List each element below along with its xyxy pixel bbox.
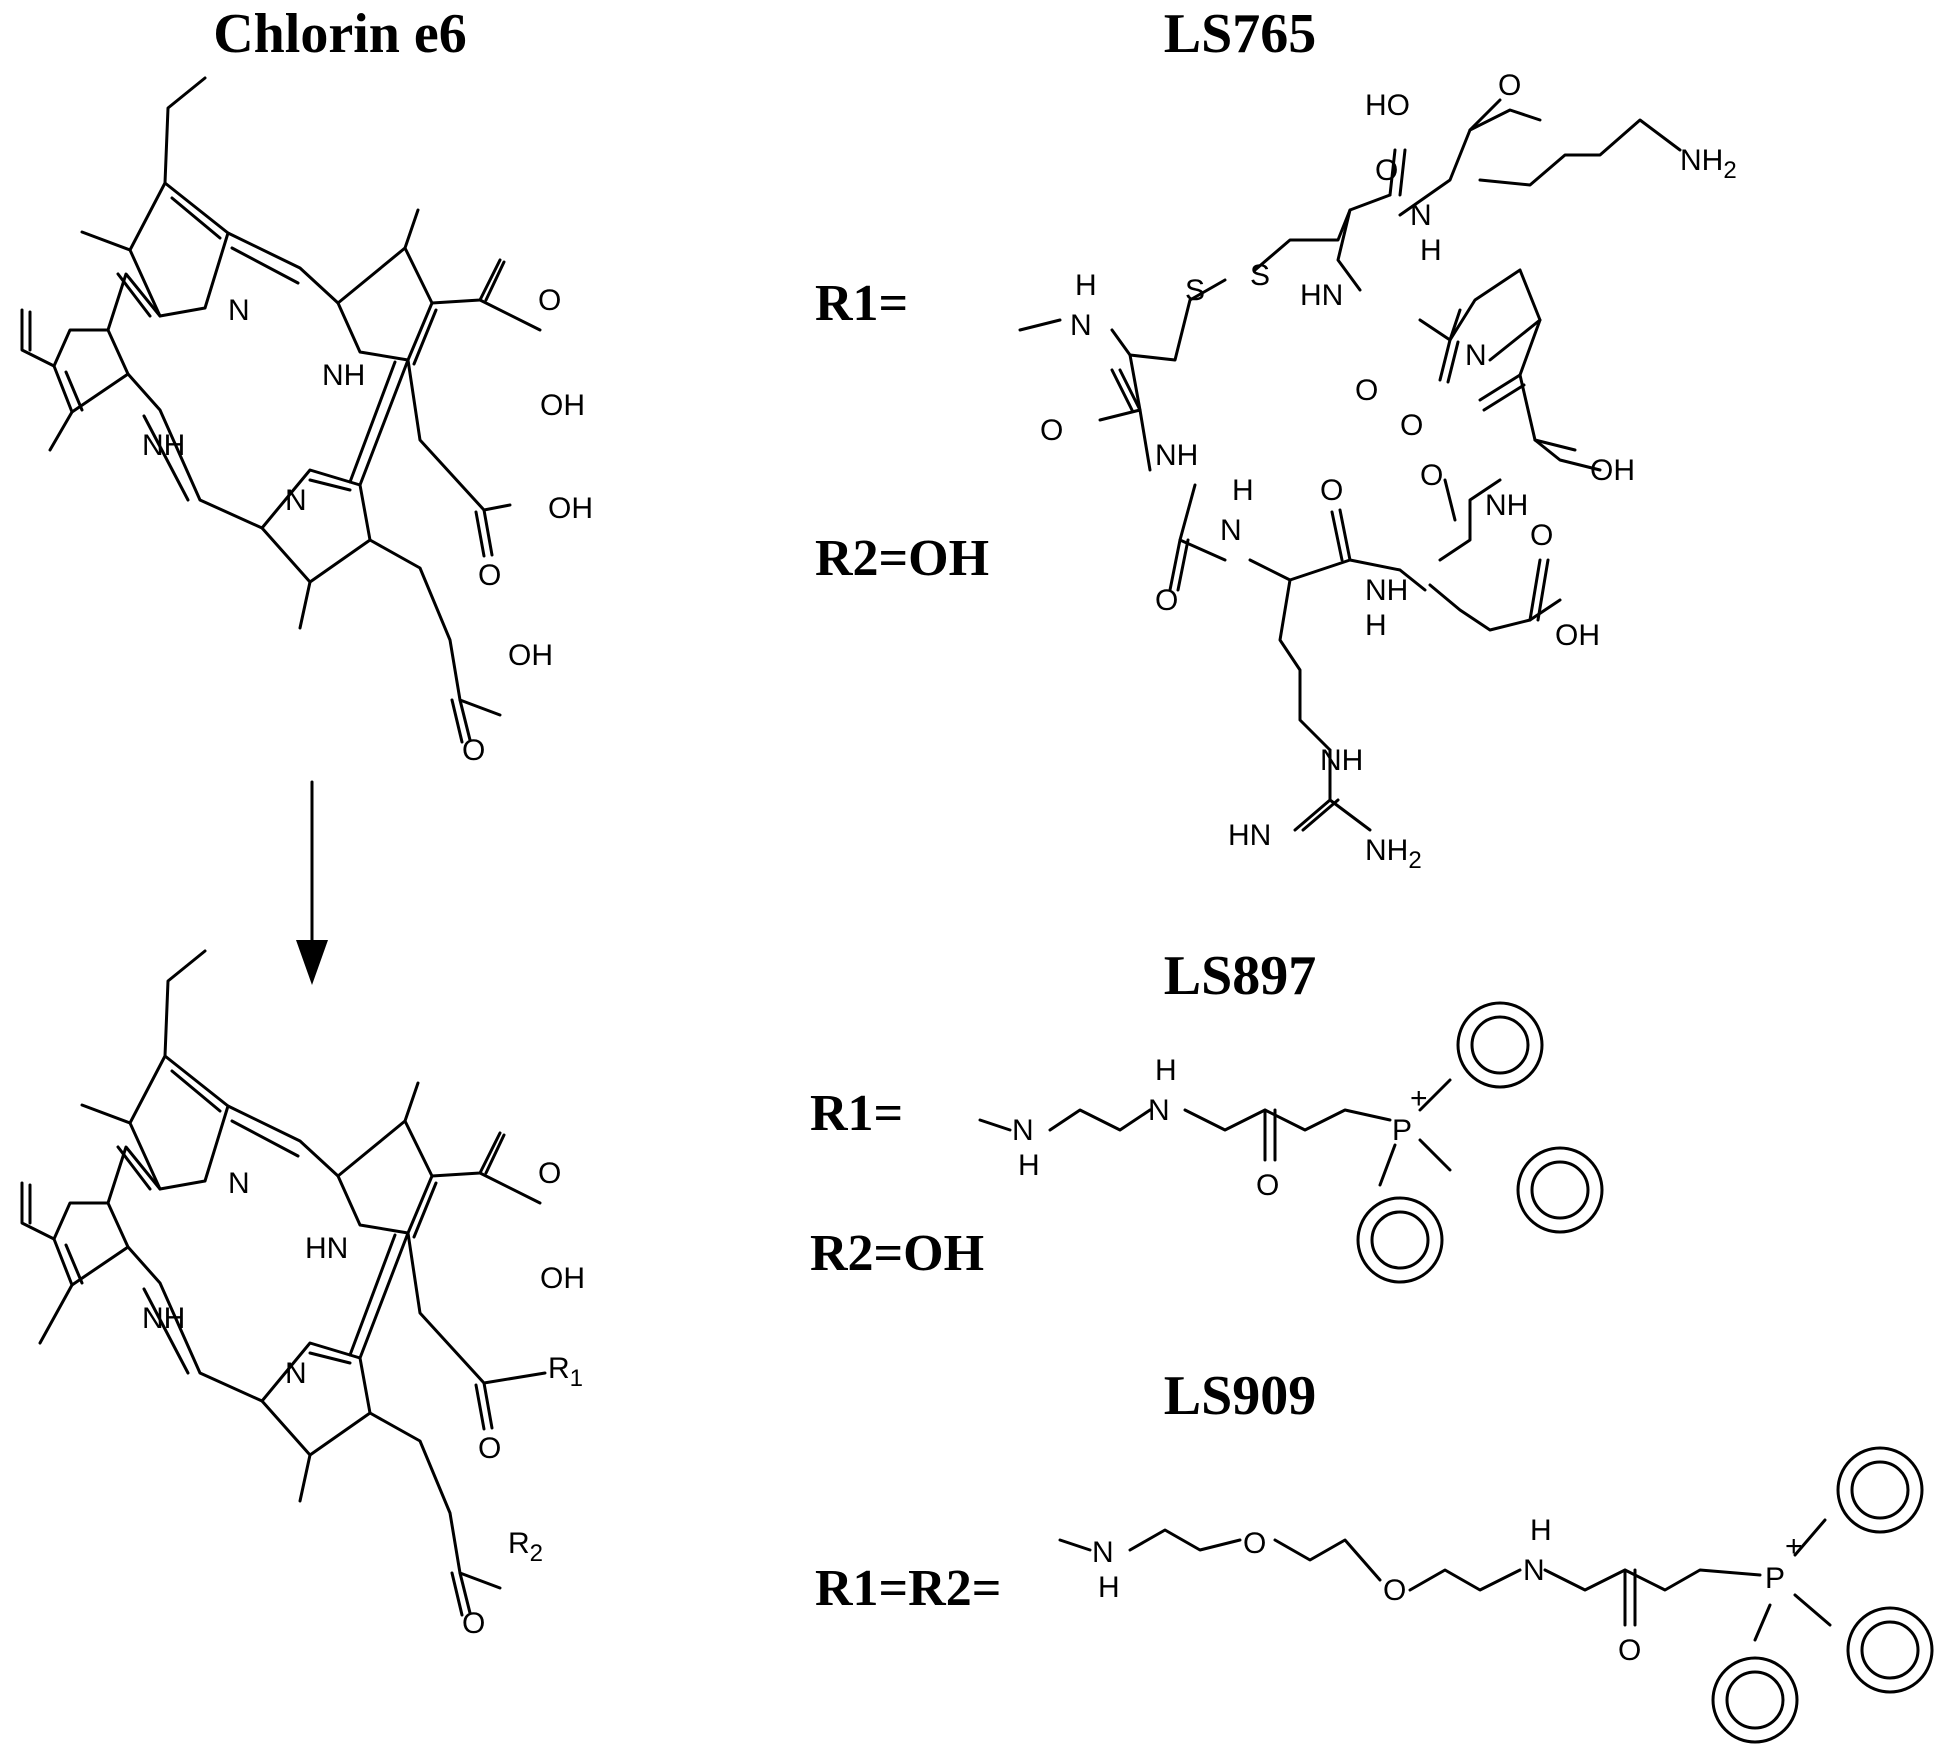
- atom-r2: R2: [508, 1527, 543, 1567]
- atom-s-2: S: [1250, 259, 1270, 292]
- chlorin-derivative-structure: N HN NH N O OH R1 O R2 O: [20, 949, 585, 1640]
- atom-n-amide: N: [1148, 1094, 1170, 1127]
- atom-plus: +: [1785, 1530, 1803, 1563]
- ls765-peptide-structure: H N S S HO O O N H NH2 HN N O O OH NH O …: [1018, 69, 1737, 874]
- atom-o-acid-3: O: [462, 734, 485, 767]
- atom-h-amide: H: [1530, 1514, 1552, 1547]
- atom-o-amide-1: O: [478, 1432, 501, 1465]
- atom-o-carboxyl: O: [1498, 69, 1521, 102]
- ls897-title: LS897: [1164, 945, 1317, 1007]
- atom-o-amide-b: O: [1355, 374, 1378, 407]
- atom-o-acid-2: O: [478, 559, 501, 592]
- atom-hn: HN: [1300, 279, 1343, 312]
- atom-nh2-lys: NH2: [1680, 144, 1737, 184]
- atom-r1: R1: [548, 1352, 583, 1392]
- chlorin-e6-title: Chlorin e6: [213, 3, 467, 65]
- atom-nh2-guan: NH2: [1365, 834, 1422, 874]
- atom-n-ring-c: N: [285, 484, 307, 517]
- atom-nh-gly: NH: [1155, 439, 1198, 472]
- atom-n-amide: N: [1523, 1554, 1545, 1587]
- atom-nh-guan: NH: [1320, 744, 1363, 777]
- ls897-r2-label: R2=OH: [810, 1225, 984, 1282]
- ls765-title: LS765: [1164, 3, 1317, 65]
- atom-nh-asp: NH: [1365, 574, 1408, 607]
- ls897-substituent-structure: N H H N O P +: [978, 1001, 1604, 1284]
- atom-oh-acid-3: OH: [508, 639, 553, 672]
- atom-hn-ring-b: HN: [305, 1232, 348, 1265]
- atom-h-arg: H: [1232, 474, 1254, 507]
- atom-s-1: S: [1185, 274, 1205, 307]
- atom-nh-ring-d: NH: [142, 429, 185, 462]
- atom-oh-asp: OH: [1555, 619, 1600, 652]
- atom-o-amide-g: O: [1040, 414, 1063, 447]
- atom-n-ring-c: N: [285, 1357, 307, 1390]
- atom-oh-acid-1: OH: [540, 389, 585, 422]
- atom-plus: +: [1410, 1082, 1428, 1115]
- chlorin-e6-structure: N NH NH N O OH OH O OH O: [20, 76, 593, 767]
- atom-h: H: [1075, 269, 1097, 302]
- atom-n-pro: N: [1465, 339, 1487, 372]
- atom-o: O: [1256, 1169, 1279, 1202]
- atom-o-acid: O: [538, 1157, 561, 1190]
- atom-o-acid-1: O: [538, 284, 561, 317]
- atom-h-amide-a: H: [1420, 234, 1442, 267]
- atom-h-amide: H: [1155, 1054, 1177, 1087]
- atom-n-ring-a: N: [228, 294, 250, 327]
- atom-o-amide: O: [1618, 1634, 1641, 1667]
- atom-n-amide-a: N: [1410, 199, 1432, 232]
- atom-o-amide-2: O: [462, 1607, 485, 1640]
- atom-n-arg: N: [1220, 514, 1242, 547]
- atom-p: P: [1392, 1114, 1412, 1147]
- ls909-substituent-structure: N H O O H N O P +: [1058, 1446, 1934, 1744]
- ls909-title: LS909: [1164, 1365, 1317, 1427]
- atom-n-ring-a: N: [228, 1167, 250, 1200]
- atom-oh-acid-2: OH: [548, 492, 593, 525]
- atom-o-amide-d: O: [1420, 459, 1443, 492]
- atom-ho: HO: [1365, 89, 1410, 122]
- atom-o-amide-c: O: [1400, 409, 1423, 442]
- atom-o-ether-1: O: [1243, 1527, 1266, 1560]
- atom-p: P: [1765, 1562, 1785, 1595]
- atom-h: H: [1018, 1149, 1040, 1182]
- atom-o-amide-e: O: [1320, 474, 1343, 507]
- atom-h: H: [1098, 1571, 1120, 1604]
- atom-oh-ser: OH: [1590, 454, 1635, 487]
- ls765-r2-label: R2=OH: [815, 530, 989, 587]
- ls897-r1-label: R1=: [810, 1085, 903, 1142]
- ls765-r1-label: R1=: [815, 275, 908, 332]
- atom-h-asp: H: [1365, 609, 1387, 642]
- ls909-r1r2-label: R1=R2=: [815, 1560, 1001, 1617]
- atom-nh-ser: NH: [1485, 489, 1528, 522]
- atom-o-asp: O: [1530, 519, 1553, 552]
- atom-n: N: [1070, 309, 1092, 342]
- atom-n: N: [1012, 1114, 1034, 1147]
- atom-o-amide-f: O: [1155, 584, 1178, 617]
- atom-oh-acid: OH: [540, 1262, 585, 1295]
- reaction-arrow: [296, 780, 328, 985]
- atom-hn-guan: HN: [1228, 819, 1271, 852]
- atom-o-ether-2: O: [1383, 1574, 1406, 1607]
- atom-o-amide-a: O: [1375, 154, 1398, 187]
- atom-nh-ring-b: NH: [322, 359, 365, 392]
- atom-nh-ring-d: NH: [142, 1302, 185, 1335]
- atom-n: N: [1092, 1536, 1114, 1569]
